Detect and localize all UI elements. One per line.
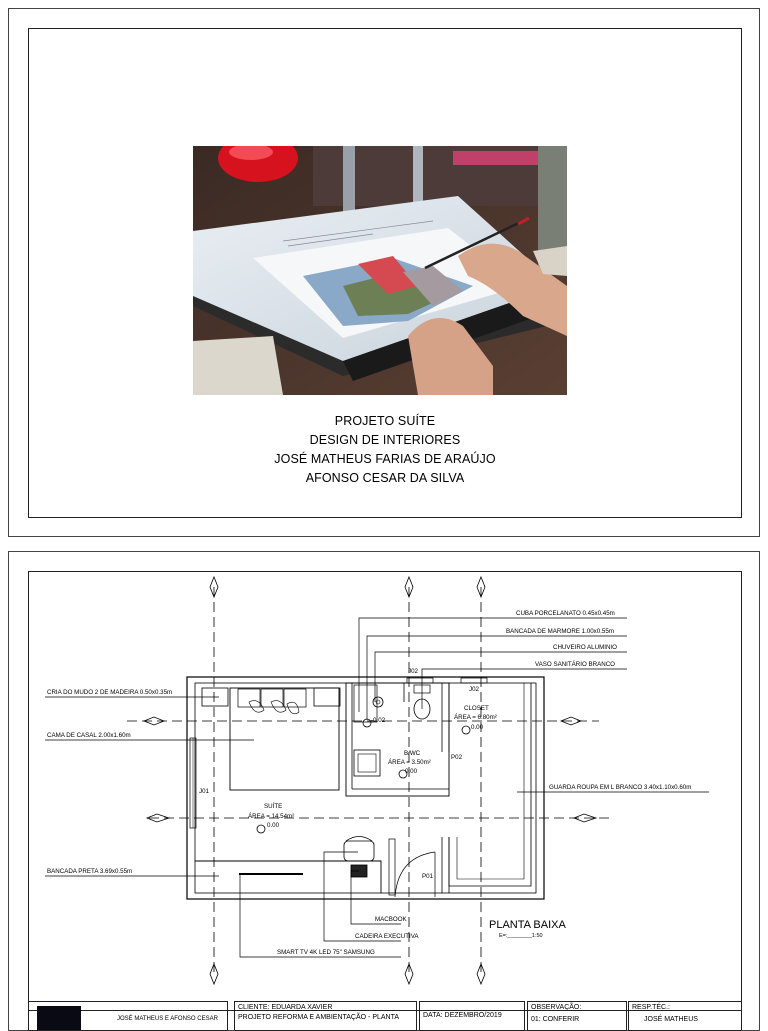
title-block-date: DATA: DEZEMBRO/2019	[423, 1012, 502, 1019]
section-marker-top-2	[404, 575, 414, 599]
label-vaso: VASO SANITÁRIO BRANCO	[535, 661, 615, 668]
title-block-obs-cell: OBSERVAÇÃO: 01: CONFERIR	[527, 1001, 627, 1031]
bathroom-wall	[345, 682, 450, 797]
plan-frame	[28, 571, 742, 1011]
cover-frame: PROJETO SUÍTE DESIGN DE INTERIORES JOSÉ …	[28, 28, 742, 518]
label-bwc: B/WC	[404, 750, 421, 757]
section-marker-right-1	[559, 716, 583, 726]
title-block-project: PROJETO REFORMA E AMBIENTAÇÃO - PLANTA	[238, 1014, 400, 1021]
label-suite-level: 0.00	[267, 822, 280, 829]
label-p02: P02	[451, 754, 463, 761]
section-marker-bot-3	[476, 962, 486, 986]
nightstand-right	[313, 687, 341, 707]
title-block-resp: RESP.TÉC.:	[632, 1004, 670, 1011]
label-chuveiro: CHUVEIRO ALUMINIO	[553, 644, 617, 651]
label-closet-level: 0.00	[471, 724, 484, 731]
label-cama: CAMA DE CASAL 2.00x1.60m	[47, 732, 131, 739]
section-marker-right-2	[572, 813, 598, 823]
label-cadeira: CADEIRA EXECUTIVA	[355, 933, 419, 940]
label-bwc-level-2: -0.02	[371, 717, 386, 724]
label-suite: SUÍTE	[264, 803, 282, 810]
section-marker-top-1	[209, 575, 219, 599]
label-criado: CRIA DO MUDO 2 DE MADEIRA 0.50x0.35m	[47, 689, 172, 696]
wall-outer	[186, 676, 545, 900]
window-j02-closet	[460, 677, 488, 684]
label-guarda-roupa: GUARDA ROUPA EM L BRANCO 3.40x1.10x0.60m	[549, 784, 691, 791]
section-marker-left-2	[145, 813, 171, 823]
label-j02-bwc: J02	[408, 668, 419, 675]
cover-photo	[193, 146, 567, 395]
label-j01: J01	[199, 788, 210, 795]
label-p01: P01	[422, 873, 434, 880]
logo	[37, 1006, 81, 1030]
label-closet-area: ÁREA = 6.80m²	[454, 714, 497, 721]
title-block-obs: OBSERVAÇÃO:	[531, 1004, 582, 1011]
label-bancada-marmore: BANCADA DE MARMORE 1.00x0.55m	[506, 628, 614, 635]
office-chair	[343, 840, 375, 862]
floor-plan-drawing: CUBA PORCELANATO 0.45x0.45m BANCADA DE M…	[45, 575, 709, 986]
label-suite-area: ÁREA = 14.54m²	[248, 813, 294, 820]
label-closet: CLOSET	[464, 705, 489, 712]
bed	[229, 687, 340, 791]
cover-sheet: PROJETO SUÍTE DESIGN DE INTERIORES JOSÉ …	[8, 8, 760, 537]
section-marker-bot-1	[209, 962, 219, 986]
cover-title-line-1: PROJETO SUÍTE	[334, 414, 436, 428]
label-bwc-level: 0.00	[405, 768, 418, 775]
title-block-resp-cell: RESP.TÉC.: JOSÉ MATHEUS	[628, 1001, 742, 1031]
plan-scale: E=:________1:50	[499, 933, 543, 939]
cover-title-block: PROJETO SUÍTE DESIGN DE INTERIORES JOSÉ …	[29, 412, 741, 488]
label-cuba: CUBA PORCELANATO 0.45x0.45m	[516, 610, 615, 617]
black-bench	[195, 860, 382, 893]
title-block-client-cell: CLIENTE: EDUARDA XAVIER PROJETO REFORMA …	[234, 1001, 417, 1031]
section-marker-top-3	[476, 575, 486, 599]
label-j02-closet: J02	[469, 686, 480, 693]
cover-title-line-3: JOSÉ MATHEUS FARIAS DE ARAÚJO	[274, 452, 496, 466]
title-block-resp-name: JOSÉ MATHEUS	[644, 1016, 698, 1023]
title-block-logo-cell: JOSÉ MATHEUS E AFONSO CESAR	[28, 1001, 228, 1031]
window-j02-bwc	[406, 677, 434, 684]
section-marker-bot-2	[404, 962, 414, 986]
door-p01-swing	[394, 851, 436, 898]
title-block-obs-item: 01: CONFERIR	[531, 1016, 580, 1023]
title-block-client: CLIENTE: EDUARDA XAVIER	[238, 1004, 333, 1011]
label-bwc-area: ÁREA = 3.50m²	[388, 759, 431, 766]
plan-title: PLANTA BAIXA	[489, 919, 566, 931]
bathroom-sink	[353, 749, 381, 777]
label-bancada-preta: BANCADA PRETA 3.69x0.55m	[47, 868, 132, 875]
cover-title-line-4: AFONSO CESAR DA SILVA	[305, 471, 465, 485]
shower	[372, 696, 384, 708]
cover-title-line-2: DESIGN DE INTERIORES	[309, 433, 461, 447]
wardrobe-outline	[448, 683, 532, 887]
plan-sheet: CUBA PORCELANATO 0.45x0.45m BANCADA DE M…	[8, 551, 760, 1031]
section-marker-left-1	[142, 716, 166, 726]
label-macbook: MACBOOK	[375, 916, 408, 923]
title-block-authors: JOSÉ MATHEUS E AFONSO CESAR	[117, 1016, 218, 1022]
label-tv: SMART TV 4K LED 75" SAMSUNG	[277, 949, 375, 956]
title-block-date-cell: DATA: DEZEMBRO/2019	[419, 1001, 525, 1031]
